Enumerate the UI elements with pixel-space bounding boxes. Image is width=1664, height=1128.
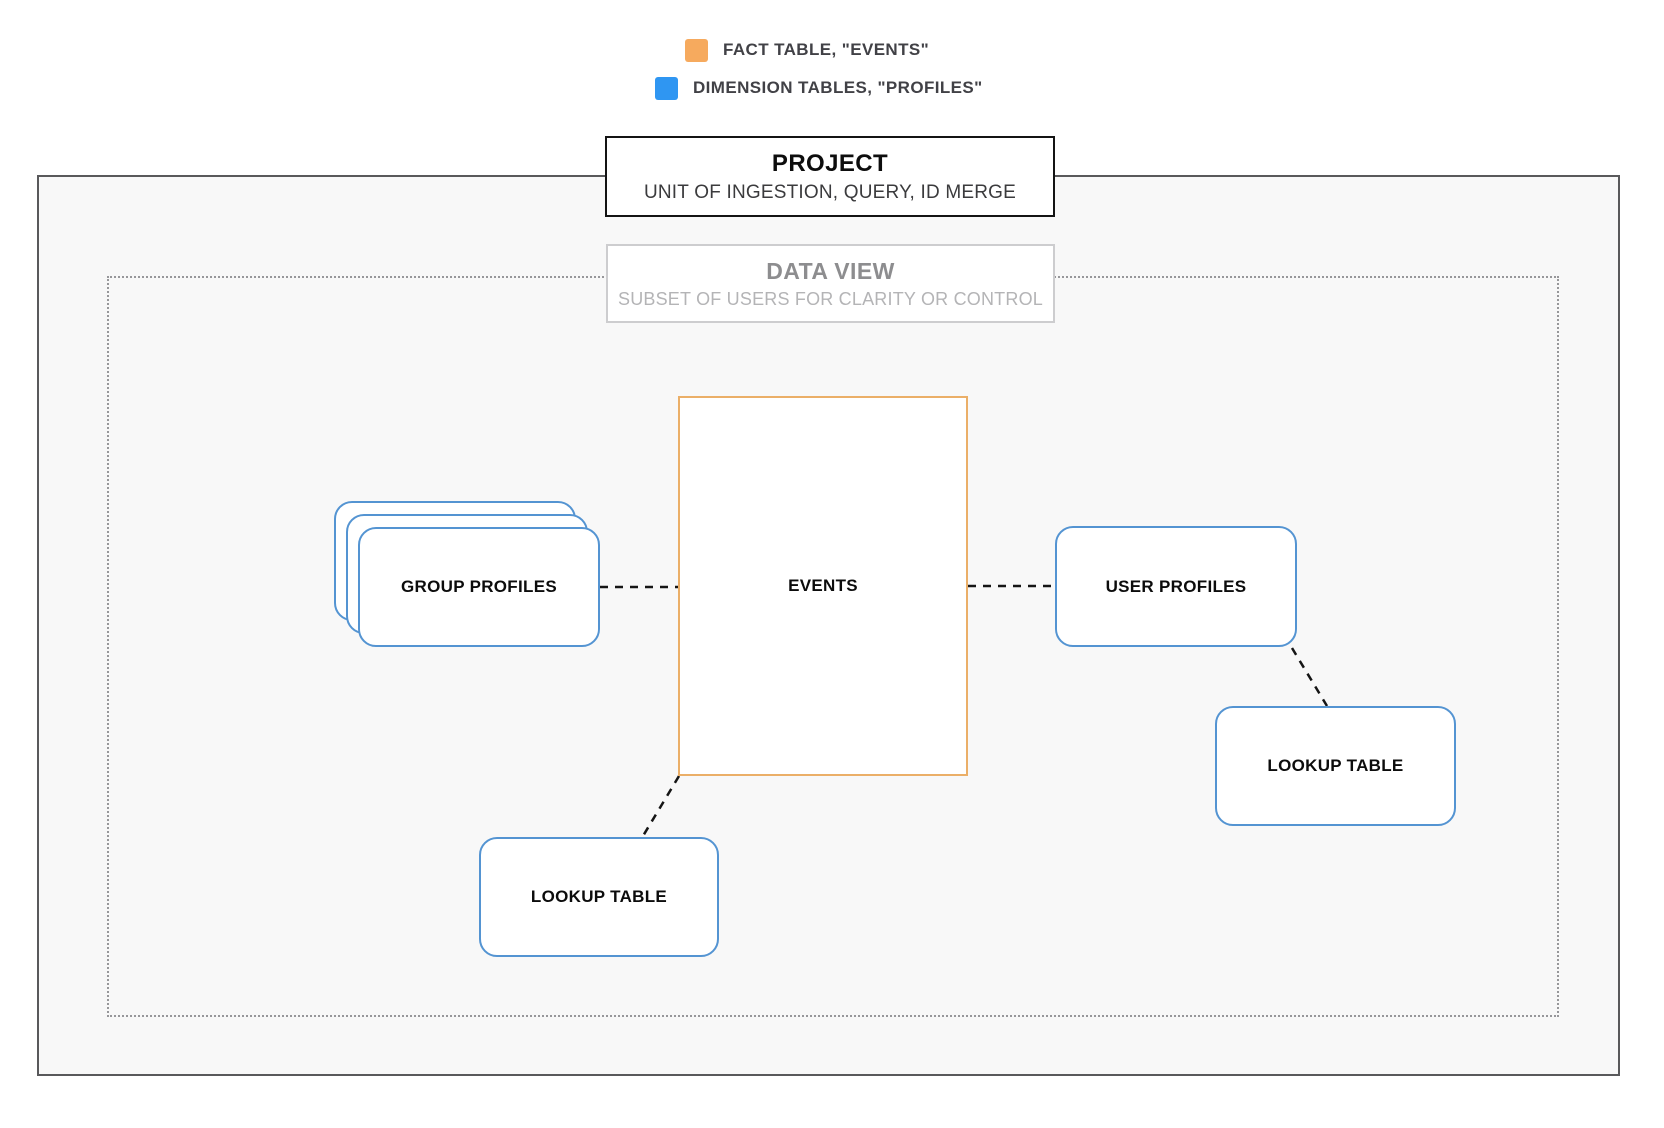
node-user-profiles-label: USER PROFILES bbox=[1105, 576, 1247, 596]
legend-label-dimension-tables: DIMENSION TABLES, "PROFILES" bbox=[693, 78, 983, 97]
node-events: EVENTS bbox=[678, 396, 968, 776]
node-lookup-table-right: LOOKUP TABLE bbox=[1215, 706, 1456, 826]
node-group-profiles-label: GROUP PROFILES bbox=[401, 577, 557, 596]
project-subtitle: UNIT OF INGESTION, QUERY, ID MERGE bbox=[643, 181, 1017, 203]
node-lookup-table-left-label: LOOKUP TABLE bbox=[530, 887, 668, 906]
node-lookup-table-left: LOOKUP TABLE bbox=[479, 837, 719, 957]
data-view-subtitle: SUBSET OF USERS FOR CLARITY OR CONTROL bbox=[617, 288, 1043, 309]
legend-label-fact-table: FACT TABLE, "EVENTS" bbox=[723, 40, 930, 59]
node-events-label: EVENTS bbox=[788, 576, 858, 595]
data-view-header-box: DATA VIEW SUBSET OF USERS FOR CLARITY OR… bbox=[606, 244, 1055, 323]
legend-item-dimension-tables: DIMENSION TABLES, "PROFILES" bbox=[655, 76, 983, 100]
node-group-profiles: GROUP PROFILES bbox=[358, 527, 600, 647]
data-view-title: DATA VIEW bbox=[766, 257, 895, 284]
legend-item-fact-table: FACT TABLE, "EVENTS" bbox=[685, 38, 929, 62]
dimension-tables-swatch-icon bbox=[655, 76, 678, 100]
project-header-box: PROJECT UNIT OF INGESTION, QUERY, ID MER… bbox=[605, 136, 1055, 217]
fact-table-swatch-icon bbox=[685, 38, 708, 62]
connector-events-lookup-table bbox=[641, 775, 681, 837]
project-title: PROJECT bbox=[771, 149, 889, 177]
connector-user-profiles-lookup-table bbox=[1290, 647, 1329, 707]
node-user-profiles: USER PROFILES bbox=[1055, 526, 1297, 647]
node-lookup-table-right-label: LOOKUP TABLE bbox=[1267, 756, 1404, 775]
